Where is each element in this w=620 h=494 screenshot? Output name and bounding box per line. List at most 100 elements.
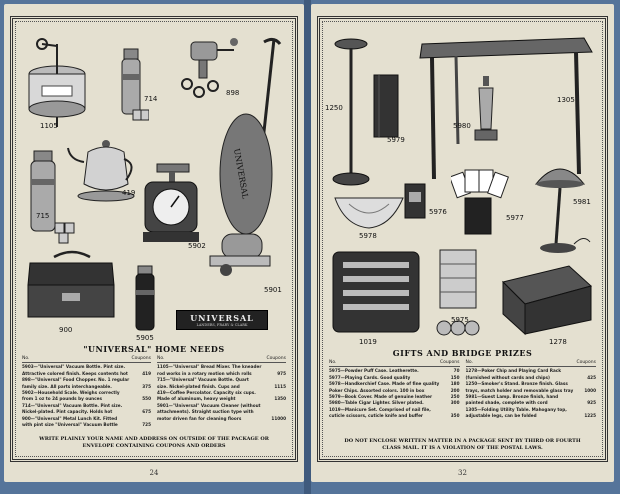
list-item: 1278—Poker Chip and Playing Card Rack <box>466 368 597 374</box>
item-description: —Guest Lamp. Bronze finish, hand <box>477 394 559 400</box>
item-description: —"Universal" Food Chopper. No. 1 regular <box>30 377 130 383</box>
list-item: 5980—Table Cigar Lighter. Silver plated.… <box>329 400 460 406</box>
item-no: 714 <box>22 402 31 408</box>
right-catalog-page: 1250 5979 1305 5980 5978 5976 5977 <box>311 4 614 482</box>
manicure-set-illustration <box>332 251 420 333</box>
list-item: 715—"Universal" Vacuum Bottle. Quart <box>157 377 286 383</box>
item-description: adjustable legs, can be folded <box>465 413 537 419</box>
vacuum-bottle-quart-illustration <box>30 150 75 244</box>
item-description: —"Universal" Metal Lunch Kit. Fitted <box>30 415 118 421</box>
item-description: —Powder Puff Case. Leatherette. <box>340 368 419 374</box>
item-coupons: 200 <box>450 387 460 393</box>
list-item: Poker Chips. Assorted colors. 100 in box… <box>329 388 460 394</box>
item-coupons: 1115 <box>274 383 286 389</box>
item-description: (furnished without cards and chips) <box>465 374 550 380</box>
item-no: 900 <box>22 415 31 421</box>
item-description: —Manicure Set. Comprised of nail file, <box>340 406 431 412</box>
left-page-border <box>10 16 298 462</box>
item-number-898: 898 <box>226 89 240 97</box>
list-item: Attractive colored finish. Keeps content… <box>22 371 151 377</box>
item-coupons: 1225 <box>584 413 596 419</box>
right-list-column-2: No.Coupons 1278—Poker Chip and Playing C… <box>465 360 597 420</box>
item-no: 715 <box>157 377 166 383</box>
playing-cards-illustration <box>451 169 509 235</box>
item-number-5979: 5979 <box>387 136 405 144</box>
item-number-714: 714 <box>144 95 158 103</box>
item-description: —Household Scale. Weighs correctly <box>33 390 120 396</box>
item-number-1019: 1019 <box>359 338 377 346</box>
item-description: size. Nickel-plated finish. Cups and <box>157 383 240 389</box>
item-coupons: 70 <box>453 368 460 374</box>
item-number-5975: 5975 <box>451 316 469 324</box>
item-coupons: 425 <box>587 374 596 380</box>
left-page-number: 24 <box>149 469 159 477</box>
item-description: —"Universal" Vacuum Bottle. Pint size. <box>30 402 123 408</box>
vacuum-bottle-pint-illustration <box>121 48 149 121</box>
bread-mixer-illustration <box>28 38 86 127</box>
item-description: trays, match holder and removable glass … <box>465 387 574 393</box>
household-scale-illustration <box>143 163 199 242</box>
smokers-stand-illustration <box>332 38 370 186</box>
item-no: 5978 <box>329 381 341 387</box>
left-page-footer-notice: WRITE PLAINLY YOUR NAME AND ADDRESS ON O… <box>39 436 269 449</box>
column-header: No.Coupons <box>329 360 460 368</box>
item-number-1278: 1278 <box>549 338 567 346</box>
item-number-715: 715 <box>36 212 50 220</box>
item-description: —Coffee Percolator. Capacity six cups. <box>165 390 256 396</box>
item-coupons: 300 <box>450 400 460 406</box>
item-coupons: 975 <box>277 370 286 376</box>
item-coupons: 550 <box>142 396 151 402</box>
item-description: Attractive colored finish. Keeps content… <box>22 370 128 376</box>
list-item: 419—Coffee Percolator. Capacity six cups… <box>157 390 286 396</box>
item-number-5977: 5977 <box>506 214 524 222</box>
list-item: rod works in a rotary motion which rolls… <box>157 371 286 377</box>
right-page-footer-notice: DO NOT ENCLOSE WRITTEN MATTER IN A PACKA… <box>344 438 581 451</box>
item-description: from 1 oz to 24 pounds by ounces <box>22 396 102 402</box>
item-description: attachments). Straight suction type with <box>157 409 254 415</box>
item-description: —Smoker's Stand. Bronze finish. Glass <box>477 381 568 387</box>
list-item: trays, match holder and removable glass … <box>466 388 597 394</box>
list-item: (furnished without cards and chips) 425 <box>466 375 597 381</box>
item-description: —"Universal" Vacuum Bottle. Quart <box>165 377 249 383</box>
lunch-kit-illustration <box>27 250 115 318</box>
item-description: —"Universal" Vacuum Cleaner (without <box>168 402 261 408</box>
item-no: 5901 <box>157 402 169 408</box>
item-no: 5975 <box>329 368 341 374</box>
list-item: 5902—Household Scale. Weighs correctly <box>22 390 151 396</box>
list-item: size. Nickel-plated finish. Cups and 1115 <box>157 384 286 390</box>
item-description: Made of aluminum, heavy weight <box>157 396 236 402</box>
column-header: No.Coupons <box>465 360 596 368</box>
list-item: cuticle scissors, cuticle knife and buff… <box>329 413 460 419</box>
poker-chips-illustration <box>436 249 480 336</box>
left-item-list: No.Coupons 5903—"Universal" Vacuum Bottl… <box>22 356 286 428</box>
item-coupons: 675 <box>142 409 151 415</box>
item-description: —Handkerchief Case. Made of fine quality <box>340 381 440 387</box>
item-description: painted shade, complete with cord <box>465 400 548 406</box>
list-item: 1105—"Universal" Bread Mixer. The kneade… <box>157 364 286 370</box>
vacuum-cleaner-illustration: UNIVERSAL <box>209 37 282 276</box>
column-header: No.Coupons <box>22 356 151 364</box>
column-header: No.Coupons <box>157 356 286 364</box>
item-description: —Book Cover. Made of genuine leather <box>340 394 433 400</box>
list-item: from 1 oz to 24 pounds by ounces 550 <box>22 396 151 402</box>
list-item: attachments). Straight suction type with <box>157 409 286 415</box>
item-description: Poker Chips. Assorted colors. 100 in box <box>329 387 425 393</box>
card-rack-illustration <box>502 265 593 336</box>
folding-table-illustration <box>419 37 593 180</box>
item-description: with pint size "Universal" Vacuum Bottle <box>22 422 118 428</box>
item-number-5976: 5976 <box>429 208 447 216</box>
item-no: 1250 <box>465 381 478 387</box>
list-item: 5975—Powder Puff Case. Leatherette. 70 <box>329 368 460 374</box>
item-coupons: 150 <box>450 374 460 380</box>
right-item-list: No.Coupons 5975—Powder Puff Case. Leathe… <box>329 360 596 420</box>
list-item: 5901—"Universal" Vacuum Cleaner (without <box>157 403 286 409</box>
item-number-5981: 5981 <box>573 198 591 206</box>
item-number-5905: 5905 <box>136 334 154 342</box>
item-no: 1019 <box>329 406 341 412</box>
item-no: 5977 <box>329 374 341 380</box>
item-coupons: 180 <box>450 381 460 387</box>
item-description: Nickel-plated. Pint capacity. Holds hot <box>22 409 113 415</box>
list-item: 5981—Guest Lamp. Bronze finish, hand <box>466 394 597 400</box>
